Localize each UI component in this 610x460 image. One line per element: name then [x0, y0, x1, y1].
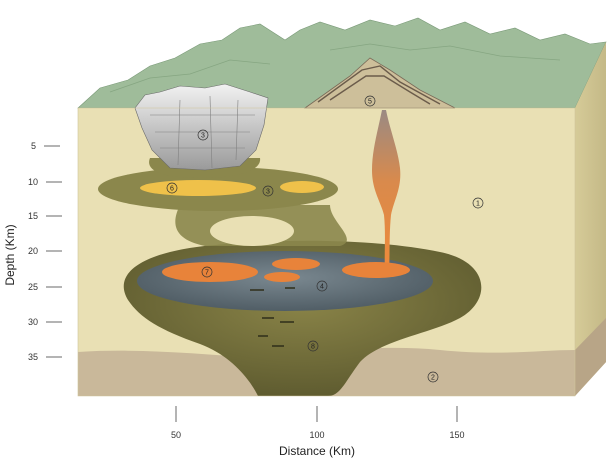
y-tick-label: 30	[28, 317, 38, 327]
svg-text:7: 7	[205, 270, 209, 277]
main-melt-left	[162, 262, 258, 282]
svg-text:3: 3	[201, 133, 205, 140]
y-tick-label: 20	[28, 246, 38, 256]
svg-text:5: 5	[368, 99, 372, 106]
svg-text:2: 2	[431, 375, 435, 382]
upper-melt-1	[140, 180, 256, 196]
svg-text:3: 3	[266, 189, 270, 196]
y-tick-label: 25	[28, 282, 38, 292]
svg-text:1: 1	[476, 201, 480, 208]
crust-window	[210, 216, 294, 246]
x-tick-label: 100	[309, 430, 324, 440]
main-melt-right	[342, 262, 410, 278]
y-tick-label: 15	[28, 211, 38, 221]
svg-text:6: 6	[170, 186, 174, 193]
main-melt-mid	[264, 272, 300, 282]
svg-text:4: 4	[320, 284, 324, 291]
x-tick-label: 150	[449, 430, 464, 440]
upper-melt-2	[280, 181, 324, 193]
y-tick-label: 35	[28, 352, 38, 362]
x-axis-title: Distance (Km)	[279, 444, 355, 458]
x-axis: 50 100 150 Distance (Km)	[171, 406, 465, 458]
y-tick-label: 10	[28, 177, 38, 187]
y-axis: 5 10 15 20 25 30 35 Depth (Km)	[3, 141, 62, 362]
svg-text:8: 8	[311, 344, 315, 351]
x-tick-label: 50	[171, 430, 181, 440]
y-axis-title: Depth (Km)	[3, 224, 17, 285]
main-melt-center	[272, 258, 320, 270]
y-tick-label: 5	[31, 141, 36, 151]
